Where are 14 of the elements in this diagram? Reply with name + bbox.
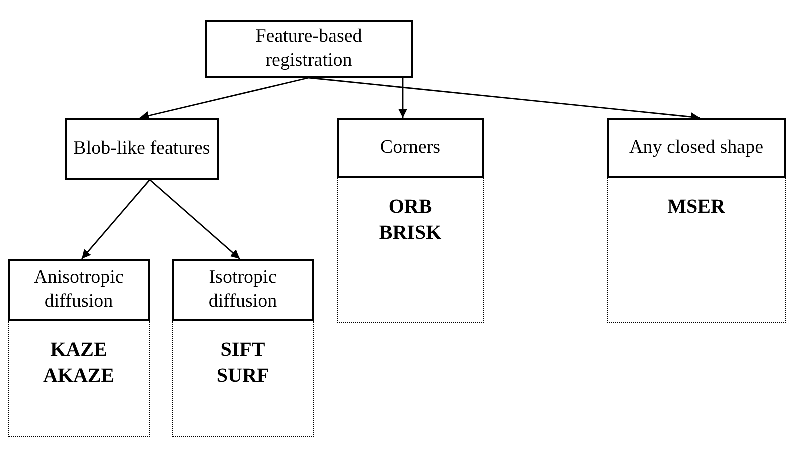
category-box: Blob-like features xyxy=(65,118,219,180)
category-box: Corners xyxy=(337,118,484,178)
arrow xyxy=(398,78,408,118)
arrow xyxy=(140,77,310,120)
arrow xyxy=(81,180,151,260)
category-box: Isotropic diffusion xyxy=(172,259,314,321)
method-list-box: KAZE AKAZE xyxy=(8,321,150,437)
category-box: Feature-based registration xyxy=(205,20,413,78)
category-box: Anisotropic diffusion xyxy=(8,259,150,321)
arrow xyxy=(150,179,240,260)
category-box: Any closed shape xyxy=(607,118,786,178)
method-list-box: SIFT SURF xyxy=(172,321,314,437)
method-list-box: ORB BRISK xyxy=(337,178,484,323)
method-list-box: MSER xyxy=(607,178,786,323)
